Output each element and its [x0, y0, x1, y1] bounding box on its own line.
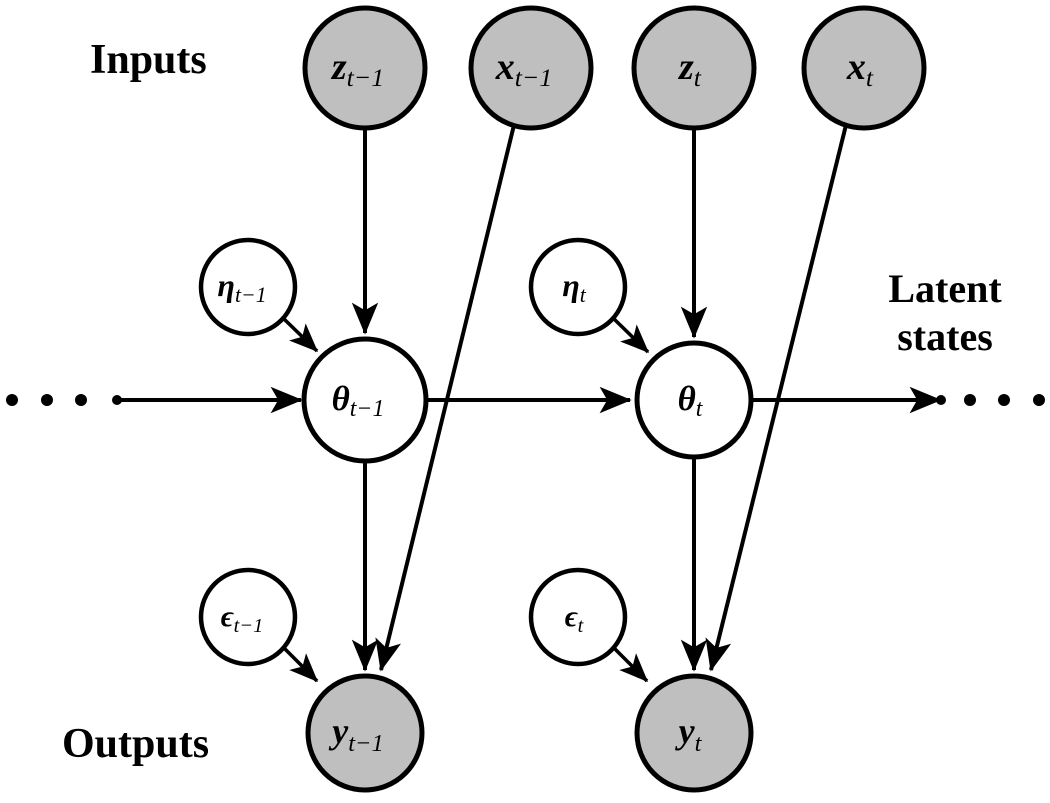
node-label: ϵt−1: [221, 600, 264, 637]
chain-end-dot: [936, 395, 946, 405]
edge-eta-t-to-theta-t: [611, 316, 650, 354]
ellipsis-dot: [964, 394, 976, 406]
node-label: yt: [675, 711, 703, 756]
node-shape: [305, 673, 425, 793]
node-label: θt−1: [332, 379, 385, 422]
node-label: xt−1: [495, 46, 553, 92]
node-eta-t[interactable]: ηt: [528, 237, 628, 337]
ellipsis-dot: [998, 394, 1010, 406]
edge-epsilon-t-to-y-t: [612, 646, 649, 683]
node-shape: [301, 336, 429, 464]
node-theta-t-minus-1[interactable]: θt−1: [301, 336, 429, 464]
chain-start-dot: [112, 395, 122, 405]
inputs-label: Inputs: [90, 37, 207, 83]
left-ellipsis: [6, 394, 87, 406]
node-z-t-minus-1[interactable]: zt−1: [302, 5, 428, 131]
node-shape: [634, 673, 754, 793]
node-label: ηt: [562, 267, 587, 307]
node-label: ϵt: [565, 600, 585, 637]
latent-states-label-line2: states: [897, 314, 993, 359]
node-shape: [801, 5, 927, 131]
node-eta-t-minus-1[interactable]: ηt−1: [198, 237, 298, 337]
node-z-t[interactable]: zt: [631, 5, 757, 131]
edge-epsilon-tm1-to-y-tm1: [282, 646, 319, 683]
node-shape: [528, 237, 628, 337]
edge-eta-tm1-to-theta-tm1: [281, 316, 319, 353]
node-shape: [198, 237, 298, 337]
edge-x-t-to-y-t: [705, 124, 848, 672]
ellipsis-dot: [75, 394, 87, 406]
node-shape: [198, 567, 298, 667]
ellipsis-dot: [6, 394, 18, 406]
edges-layer: [112, 124, 946, 683]
node-shape: [528, 567, 628, 667]
node-label: θt: [678, 379, 704, 422]
node-shape: [468, 5, 594, 131]
edge-x-tm1-to-y-tm1: [375, 124, 516, 672]
right-ellipsis: [964, 394, 1045, 406]
node-epsilon-t-minus-1[interactable]: ϵt−1: [198, 567, 298, 667]
node-label: ηt−1: [217, 267, 266, 307]
node-y-t[interactable]: yt: [634, 673, 754, 793]
node-label: zt−1: [330, 46, 384, 92]
node-shape: [631, 5, 757, 131]
node-y-t-minus-1[interactable]: yt−1: [305, 673, 425, 793]
node-x-t[interactable]: xt: [801, 5, 927, 131]
latent-states-label-line1: Latent: [888, 266, 1002, 311]
node-x-t-minus-1[interactable]: xt−1: [468, 5, 594, 131]
ellipsis-dot: [1033, 394, 1045, 406]
node-shape: [302, 5, 428, 131]
outputs-label: Outputs: [62, 721, 209, 767]
ellipsis-dot: [41, 394, 53, 406]
node-theta-t[interactable]: θt: [634, 340, 754, 460]
node-epsilon-t[interactable]: ϵt: [528, 567, 628, 667]
node-label: yt−1: [328, 711, 384, 756]
node-label: zt: [677, 46, 702, 92]
node-label: xt: [846, 46, 874, 92]
node-shape: [634, 340, 754, 460]
